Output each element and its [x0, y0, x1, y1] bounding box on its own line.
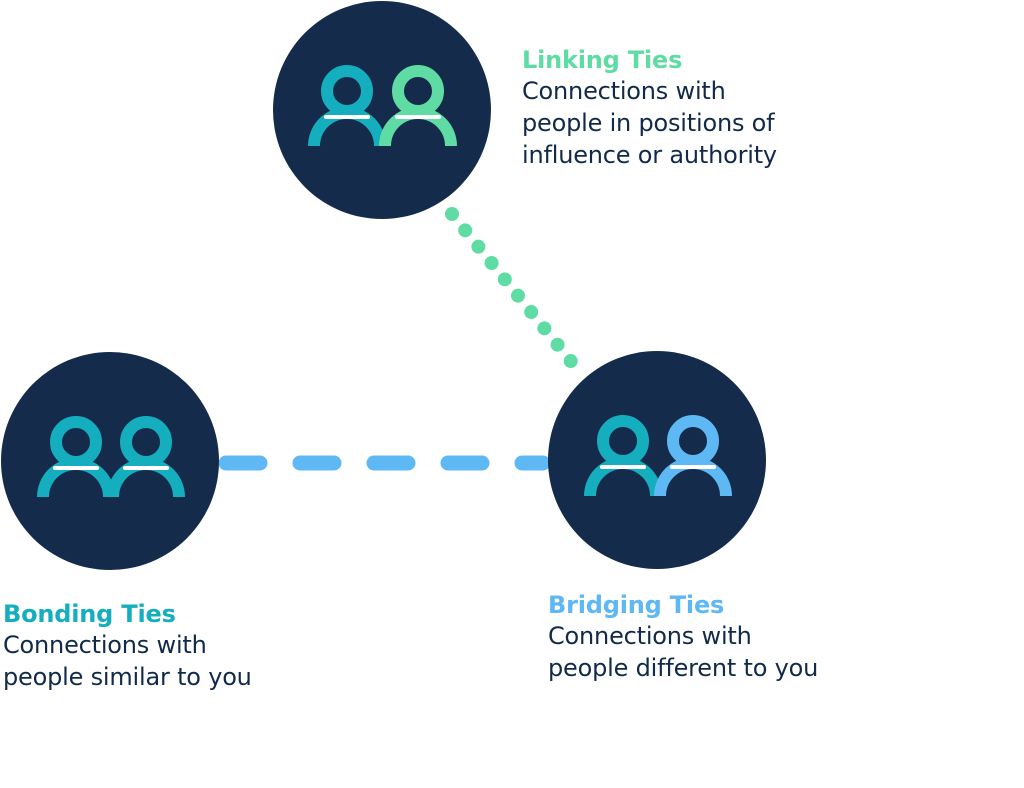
- bonding-ties-title: Bonding Ties: [3, 600, 176, 628]
- linking-node: [273, 1, 491, 219]
- linking-ties-description: Connections with people in positions of …: [522, 77, 777, 169]
- bridging-node-circle: [548, 351, 766, 569]
- bonding-ties-label: Bonding Ties Connections with people sim…: [3, 599, 303, 693]
- bridging-node: [548, 351, 766, 569]
- bonding-ties-description: Connections with people similar to you: [3, 631, 252, 691]
- linking-ties-label: Linking Ties Connections with people in …: [522, 45, 822, 171]
- linking-node-circle: [273, 1, 491, 219]
- bonding-node: [1, 352, 219, 570]
- two-people-icon: [37, 416, 185, 498]
- bridging-ties-title: Bridging Ties: [548, 591, 725, 619]
- two-people-icon: [308, 65, 457, 147]
- dotted-connector-linking-bridging: [445, 207, 585, 377]
- two-people-icon: [584, 415, 732, 497]
- bonding-node-circle: [1, 352, 219, 570]
- linking-ties-title: Linking Ties: [522, 46, 683, 74]
- bridging-ties-description: Connections with people different to you: [548, 622, 819, 682]
- bridging-ties-label: Bridging Ties Connections with people di…: [548, 590, 868, 684]
